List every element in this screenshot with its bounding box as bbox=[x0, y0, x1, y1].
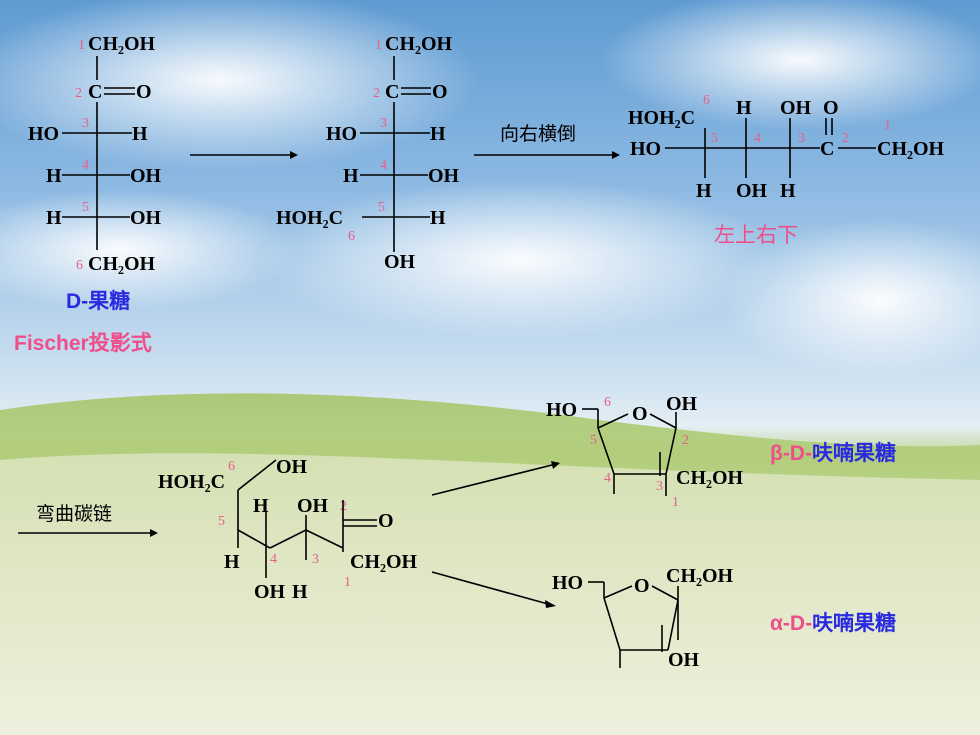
beta-name: β-D-呋喃果糖 bbox=[770, 441, 896, 465]
c6-ch2oh: CH₂OH bbox=[88, 253, 156, 275]
c4-h: H bbox=[253, 495, 269, 517]
step-label-bend-chain: 弯曲碳链 bbox=[36, 503, 112, 525]
carbon-number-3: 3 bbox=[312, 552, 319, 567]
c5-oh: OH bbox=[130, 207, 162, 229]
c5-h: H bbox=[430, 207, 446, 229]
carbon-number-6: 6 bbox=[348, 229, 355, 244]
carbon-number-4: 4 bbox=[82, 158, 89, 173]
c5-h: H bbox=[224, 551, 240, 573]
c4-oh-bottom: OH bbox=[736, 180, 768, 202]
c3-h: H bbox=[132, 123, 148, 145]
c5-hoh2c: HOH₂C bbox=[276, 207, 343, 229]
carbon-number-4: 4 bbox=[270, 552, 277, 567]
c2-oxygen: O bbox=[432, 81, 448, 103]
carbon-number-1: 1 bbox=[884, 118, 891, 133]
carbon-number-6: 6 bbox=[228, 459, 235, 474]
c1-ch2oh: CH₂OH bbox=[350, 551, 418, 573]
ring-oxygen: O bbox=[634, 575, 650, 597]
carbon-number-1: 1 bbox=[375, 38, 382, 53]
carbon-number-6: 6 bbox=[604, 395, 611, 410]
c4-h-top: H bbox=[736, 97, 752, 119]
carbon-number-2: 2 bbox=[682, 433, 689, 448]
c3-h: H bbox=[292, 581, 308, 603]
ho: HO bbox=[546, 399, 577, 421]
ch2oh: CH₂OH bbox=[666, 565, 734, 587]
fischer-projection-1: 1 CH₂OH 2 C O HO 3 H H 4 OH H 5 OH 6 CH₂… bbox=[14, 33, 162, 355]
anomeric-oh: OH bbox=[666, 393, 698, 415]
hoh2c: HOH₂C bbox=[628, 107, 695, 129]
c3-ho: HO bbox=[28, 123, 59, 145]
c1-ch2oh: CH₂OH bbox=[877, 138, 945, 160]
carbon-number-2: 2 bbox=[842, 131, 849, 146]
alpha-name: α-D-呋喃果糖 bbox=[770, 611, 896, 635]
carbon-number-5: 5 bbox=[82, 200, 89, 215]
c5-h: H bbox=[46, 207, 62, 229]
carbon-number-3: 3 bbox=[380, 116, 387, 131]
carbon-number-3: 3 bbox=[82, 116, 89, 131]
carbon-number-1: 1 bbox=[78, 38, 85, 53]
carbon-number-1: 1 bbox=[344, 575, 351, 590]
horizontal-chain: 6 HOH₂C H OH O HO 5 4 3 C 2 1 CH₂OH H OH… bbox=[628, 93, 945, 247]
carbon-number-2: 2 bbox=[75, 86, 82, 101]
c4-h: H bbox=[46, 165, 62, 187]
c3-h-bottom: H bbox=[780, 180, 796, 202]
c2-carbon: C bbox=[385, 81, 399, 103]
carbon-number-3: 3 bbox=[798, 131, 805, 146]
c4-oh: OH bbox=[428, 165, 460, 187]
carbon-number-5: 5 bbox=[218, 514, 225, 529]
c3-oh: OH bbox=[297, 495, 329, 517]
c3-ho: HO bbox=[326, 123, 357, 145]
c2-oxygen: O bbox=[378, 510, 394, 532]
c5-oh: OH bbox=[276, 456, 308, 478]
c5-h-bottom: H bbox=[696, 180, 712, 202]
c4-h: H bbox=[343, 165, 359, 187]
c3-h: H bbox=[430, 123, 446, 145]
bent-chain: 6 HOH₂C OH 5 H OH 2 O H 4 3 CH₂OH 1 OH H bbox=[158, 456, 418, 603]
c4-oh: OH bbox=[254, 581, 286, 603]
d-fructose-label: D-果糖 bbox=[66, 289, 130, 313]
anomeric-oh: OH bbox=[668, 649, 700, 671]
carbon-number-6: 6 bbox=[76, 258, 83, 273]
c4-oh: OH bbox=[130, 165, 162, 187]
carbon-number-5: 5 bbox=[711, 131, 718, 146]
c1-ch2oh: CH₂OH bbox=[88, 33, 156, 55]
hoh2c: HOH₂C bbox=[158, 471, 225, 493]
ho-left: HO bbox=[630, 138, 661, 160]
c1-ch2oh: CH₂OH bbox=[385, 33, 453, 55]
carbon-number-2: 2 bbox=[373, 86, 380, 101]
carbon-number-1: 1 bbox=[672, 495, 679, 510]
carbon-number-4: 4 bbox=[604, 471, 611, 486]
ho: HO bbox=[552, 572, 583, 594]
beta-furanose-ring: HO 6 O OH 5 2 4 3 1 CH₂OH bbox=[546, 393, 744, 510]
c2-oxygen: O bbox=[136, 81, 152, 103]
c2-carbon: C bbox=[820, 138, 834, 160]
c2-o-top: O bbox=[823, 97, 839, 119]
carbon-number-3: 3 bbox=[656, 479, 663, 494]
carbon-number-5: 5 bbox=[590, 433, 597, 448]
carbon-number-4: 4 bbox=[380, 158, 387, 173]
fischer-projection-2: 1 CH₂OH 2 C O HO 3 H H 4 OH HOH₂C 5 6 H … bbox=[276, 33, 460, 273]
rule-left-up-right-down: 左上右下 bbox=[714, 224, 798, 247]
c3-oh-top: OH bbox=[780, 97, 812, 119]
c5-oh: OH bbox=[384, 251, 416, 273]
ring-oxygen: O bbox=[632, 403, 648, 425]
arrow-to-beta bbox=[431, 464, 553, 496]
ch2oh: CH₂OH bbox=[676, 467, 744, 489]
arrow-to-alpha bbox=[431, 571, 549, 605]
alpha-furanose-ring: HO O CH₂OH OH bbox=[552, 565, 734, 671]
step-label-lay-right: 向右横倒 bbox=[500, 123, 576, 145]
fischer-projection-label: Fischer投影式 bbox=[14, 331, 152, 355]
carbon-number-6: 6 bbox=[703, 93, 710, 108]
c2-carbon: C bbox=[88, 81, 102, 103]
carbon-number-4: 4 bbox=[754, 131, 761, 146]
carbon-number-5: 5 bbox=[378, 200, 385, 215]
